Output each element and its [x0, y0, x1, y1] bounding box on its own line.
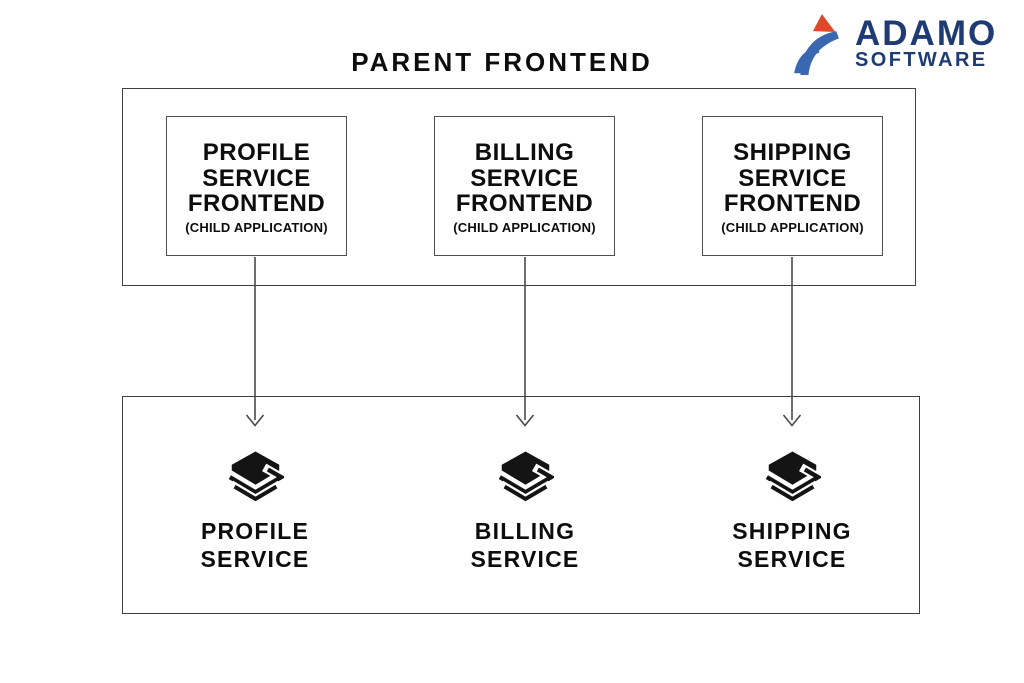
- child-box-profile-frontend: PROFILE SERVICE FRONTEND (CHILD APPLICAT…: [166, 116, 347, 256]
- child-box-billing-frontend: BILLING SERVICE FRONTEND (CHILD APPLICAT…: [434, 116, 615, 256]
- logo-text: ADAMO SOFTWARE: [855, 7, 997, 71]
- child-box-subtitle: (CHILD APPLICATION): [185, 219, 328, 235]
- child-box-title-line: FRONTEND: [187, 190, 326, 217]
- adamo-logo-icon: [794, 14, 839, 75]
- service-billing: BILLING SERVICE: [425, 449, 625, 573]
- child-box-title-line: SHIPPING: [733, 139, 852, 166]
- arrow-connector-shipping: [782, 257, 802, 427]
- service-label: PROFILE SERVICE: [155, 517, 355, 573]
- stack-layers-icon: [496, 451, 554, 504]
- child-box-subtitle: (CHILD APPLICATION): [721, 219, 864, 235]
- diagram-title: PARENT FRONTEND: [351, 47, 653, 77]
- child-box-title-line: SERVICE: [738, 164, 847, 192]
- stack-layers-icon: [226, 451, 284, 504]
- service-shipping: SHIPPING SERVICE: [692, 449, 892, 573]
- service-label-line: SERVICE: [470, 546, 580, 572]
- service-label: SHIPPING SERVICE: [692, 517, 892, 573]
- logo: ADAMO SOFTWARE: [792, 7, 997, 75]
- child-box-title-line: PROFILE: [202, 139, 311, 166]
- logo-brand-sub: SOFTWARE: [855, 49, 988, 71]
- service-label-line: BILLING: [474, 518, 576, 544]
- service-profile: PROFILE SERVICE: [155, 449, 355, 573]
- service-label-line: SHIPPING: [732, 518, 852, 544]
- service-label-line: PROFILE: [200, 518, 310, 544]
- logo-brand: ADAMO: [855, 14, 998, 53]
- service-label-line: SERVICE: [200, 546, 310, 572]
- child-box-title-line: SERVICE: [470, 164, 579, 192]
- service-label-line: SERVICE: [737, 546, 847, 572]
- child-box-shipping-frontend: SHIPPING SERVICE FRONTEND (CHILD APPLICA…: [702, 116, 883, 256]
- child-box-subtitle: (CHILD APPLICATION): [453, 219, 596, 235]
- child-box-title-line: BILLING: [474, 139, 575, 166]
- arrow-connector-profile: [245, 257, 265, 427]
- service-label: BILLING SERVICE: [425, 517, 625, 573]
- child-box-title-line: FRONTEND: [455, 190, 594, 217]
- parent-frontend-box: PROFILE SERVICE FRONTEND (CHILD APPLICAT…: [122, 88, 916, 286]
- stack-layers-icon: [763, 451, 821, 504]
- backend-services-box: [122, 396, 920, 614]
- child-box-title-line: SERVICE: [202, 164, 311, 192]
- arrow-connector-billing: [515, 257, 535, 427]
- child-box-title-line: FRONTEND: [723, 190, 862, 217]
